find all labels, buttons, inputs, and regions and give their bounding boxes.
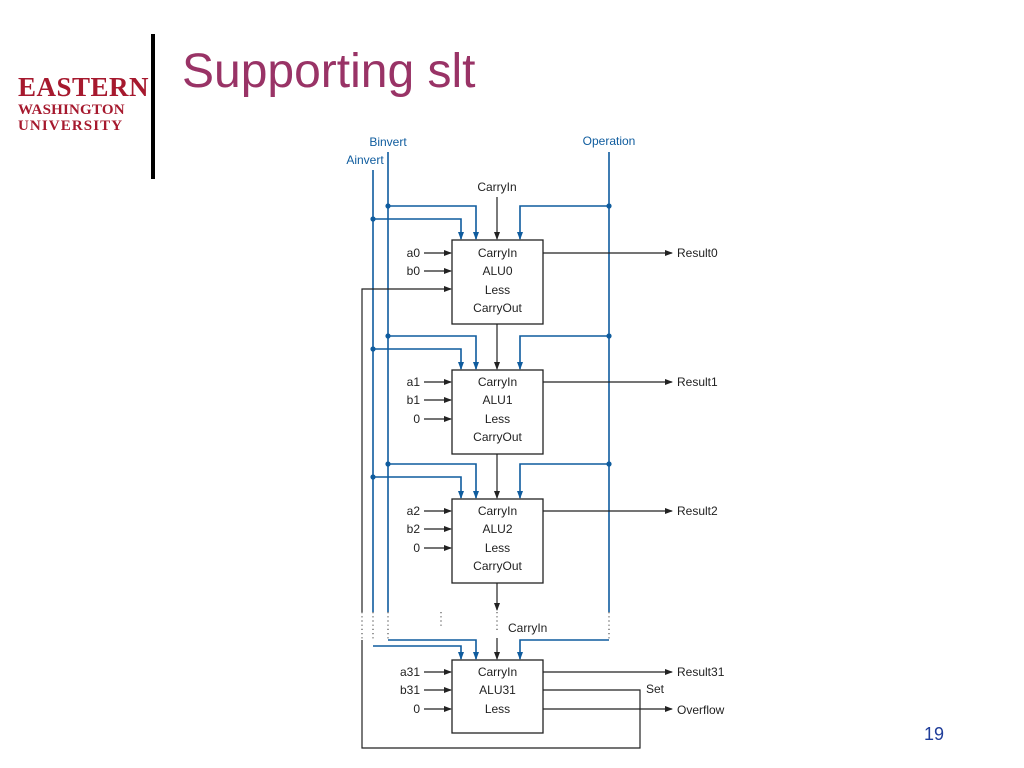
- alu0-carry-out-port: CarryOut: [473, 301, 522, 315]
- alu2-name: ALU2: [482, 522, 512, 536]
- alu0-less-port: Less: [485, 283, 510, 297]
- page-number: 19: [923, 724, 945, 744]
- junction-dot: [606, 333, 612, 339]
- alu2-carry-out-port: CarryOut: [473, 559, 522, 573]
- carry-in-mid-label: CarryIn: [508, 621, 547, 635]
- alu31-b-input: b31: [400, 683, 420, 697]
- set-label: Set: [646, 682, 665, 696]
- alu0-a-input: a0: [407, 246, 421, 260]
- university-logo: EASTERN WASHINGTON UNIVERSITY: [18, 72, 150, 134]
- junction-dot: [606, 461, 612, 467]
- binvert-label: Binvert: [369, 135, 407, 149]
- alu31-a-input: a31: [400, 665, 420, 679]
- ainvert-label: Ainvert: [346, 153, 384, 167]
- operation-label: Operation: [583, 134, 636, 148]
- logo-line-3: UNIVERSITY: [18, 118, 124, 134]
- alu2-ainvert-tap: [373, 476, 464, 499]
- junction-dot: [606, 203, 612, 209]
- alu2-b-input: b2: [407, 522, 421, 536]
- junction-dot: [370, 474, 376, 480]
- junction-dot: [385, 461, 391, 467]
- alu31-carry-in-port: CarryIn: [478, 665, 517, 679]
- set-feedback-wire-lower: [361, 640, 641, 749]
- result2-label: Result2: [677, 504, 718, 518]
- alu1-operation-tap: [517, 335, 609, 370]
- alu2-a-input: a2: [407, 504, 421, 518]
- alu1-a-input: a1: [407, 375, 421, 389]
- alu0-binvert-tap: [388, 205, 479, 240]
- logo-line-1: EASTERN: [18, 72, 150, 102]
- result0-label: Result0: [677, 246, 718, 260]
- alu31-box: [451, 659, 544, 734]
- header-divider: [151, 34, 155, 179]
- alu31-less-input: 0: [413, 702, 420, 716]
- alu31-binvert-tap: [388, 639, 479, 660]
- alu0-carry-in-port: CarryIn: [478, 246, 517, 260]
- alu1-carry-in-port: CarryIn: [478, 375, 517, 389]
- overflow-label: Overflow: [677, 703, 725, 717]
- alu1-less-port: Less: [485, 412, 510, 426]
- alu1-box: [451, 369, 544, 455]
- logo-line-2: WASHINGTON: [18, 102, 125, 118]
- alu1-binvert-tap: [388, 335, 479, 370]
- result31-label: Result31: [677, 665, 725, 679]
- alu2-carry-in-port: CarryIn: [478, 504, 517, 518]
- alu31-less-port: Less: [485, 702, 510, 716]
- alu1-ainvert-tap: [373, 348, 464, 370]
- alu2-less-port: Less: [485, 541, 510, 555]
- result1-label: Result1: [677, 375, 718, 389]
- alu1-b-input: b1: [407, 393, 421, 407]
- alu1-less-input: 0: [413, 412, 420, 426]
- alu1-carry-out-port: CarryOut: [473, 430, 522, 444]
- alu0-ainvert-tap: [373, 218, 464, 240]
- alu31-operation-tap: [517, 639, 609, 660]
- alu31-ainvert-tap: [373, 645, 464, 660]
- alu2-box: [451, 498, 544, 584]
- junction-dot: [385, 333, 391, 339]
- junction-dot: [385, 203, 391, 209]
- alu0-box: [451, 239, 544, 325]
- alu2-operation-tap: [517, 463, 609, 499]
- alu31-name: ALU31: [479, 683, 516, 697]
- alu0-b-input: b0: [407, 264, 421, 278]
- junction-dot: [370, 346, 376, 352]
- slide-title: Supporting slt: [182, 45, 476, 98]
- alu0-operation-tap: [517, 205, 609, 240]
- set-feedback-wire-upper: [361, 286, 452, 612]
- alu0-name: ALU0: [482, 264, 512, 278]
- junction-dot: [370, 216, 376, 222]
- alu2-binvert-tap: [388, 463, 479, 499]
- alu2-less-input: 0: [413, 541, 420, 555]
- carry-in-top-label: CarryIn: [477, 180, 516, 194]
- alu1-name: ALU1: [482, 393, 512, 407]
